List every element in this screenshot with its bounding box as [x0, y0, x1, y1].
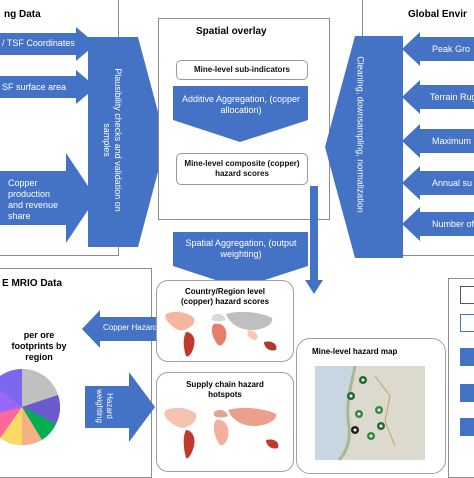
country-hazard-world-map — [165, 311, 277, 357]
copper-production-label: Copper production and revenue share — [8, 178, 59, 221]
copper-hazard-arrow — [82, 310, 160, 348]
legend-item-4 — [460, 384, 474, 402]
maximum-arrow — [402, 124, 474, 158]
spatial-overlay-title: Spatial overlay — [196, 26, 267, 37]
copper-hazard-label: Copper Hazard — [103, 323, 158, 332]
number-of-arrow — [402, 207, 474, 241]
terrain-ruggedness-arrow — [402, 80, 474, 114]
coordinates-arrow — [0, 27, 96, 61]
copper-production-arrow — [0, 153, 96, 243]
additive-aggregation-arrow — [173, 86, 308, 142]
tsf-surface-area-label: SF surface area — [2, 82, 67, 92]
mine-level-map — [315, 365, 425, 462]
spatial-aggregation-arrow — [173, 232, 308, 288]
composite-hazard-scores-box: Mine-level composite (copper) hazard sco… — [176, 153, 308, 185]
mrio-data-title: E MRIO Data — [2, 278, 63, 289]
maximum-label: Maximum — [432, 136, 472, 146]
mine-map-label: Mine-level hazard map — [312, 347, 398, 356]
annual-sum-arrow — [402, 166, 474, 200]
peak-ground-label: Peak Gro — [432, 44, 471, 54]
additive-aggregation-label: Additive Aggregation, (copper allocation… — [181, 94, 301, 115]
number-of-label: Number of — [432, 219, 474, 229]
legend-item-3 — [460, 348, 474, 366]
hazard-weighting-arrow — [85, 372, 155, 442]
cleaning-arrow — [325, 36, 403, 258]
tsf-coordinates-label: / TSF Coordinates — [2, 38, 75, 48]
spatial-aggregation-label: Spatial Aggregation, (output weighting) — [185, 238, 297, 259]
footprints-pie-chart — [0, 369, 60, 446]
peak-ground-arrow — [402, 32, 474, 66]
mining-data-title: ng Data — [4, 9, 41, 20]
surface-area-arrow — [0, 70, 96, 104]
supply-chain-world-map — [164, 407, 279, 459]
legend-panel — [448, 278, 474, 478]
legend-item-2 — [460, 314, 474, 332]
footprints-title: per ore footprints by region — [11, 330, 67, 362]
annual-sum-label: Annual su — [432, 178, 473, 188]
mine-level-sub-indicators-box: Mine-level sub-indicators — [176, 60, 308, 80]
global-environment-title: Global Envir — [408, 9, 467, 20]
legend-item-5 — [460, 418, 474, 436]
terrain-ruggedness-label: Terrain Rug — [430, 92, 474, 102]
to-mine-map-arrow — [305, 186, 323, 294]
country-region-label: Country/Region level (copper) hazard sco… — [180, 287, 270, 306]
plausibility-arrow — [88, 37, 166, 247]
legend-item-1 — [460, 286, 474, 304]
supply-chain-label: Supply chain hazard hotspots — [186, 380, 264, 399]
